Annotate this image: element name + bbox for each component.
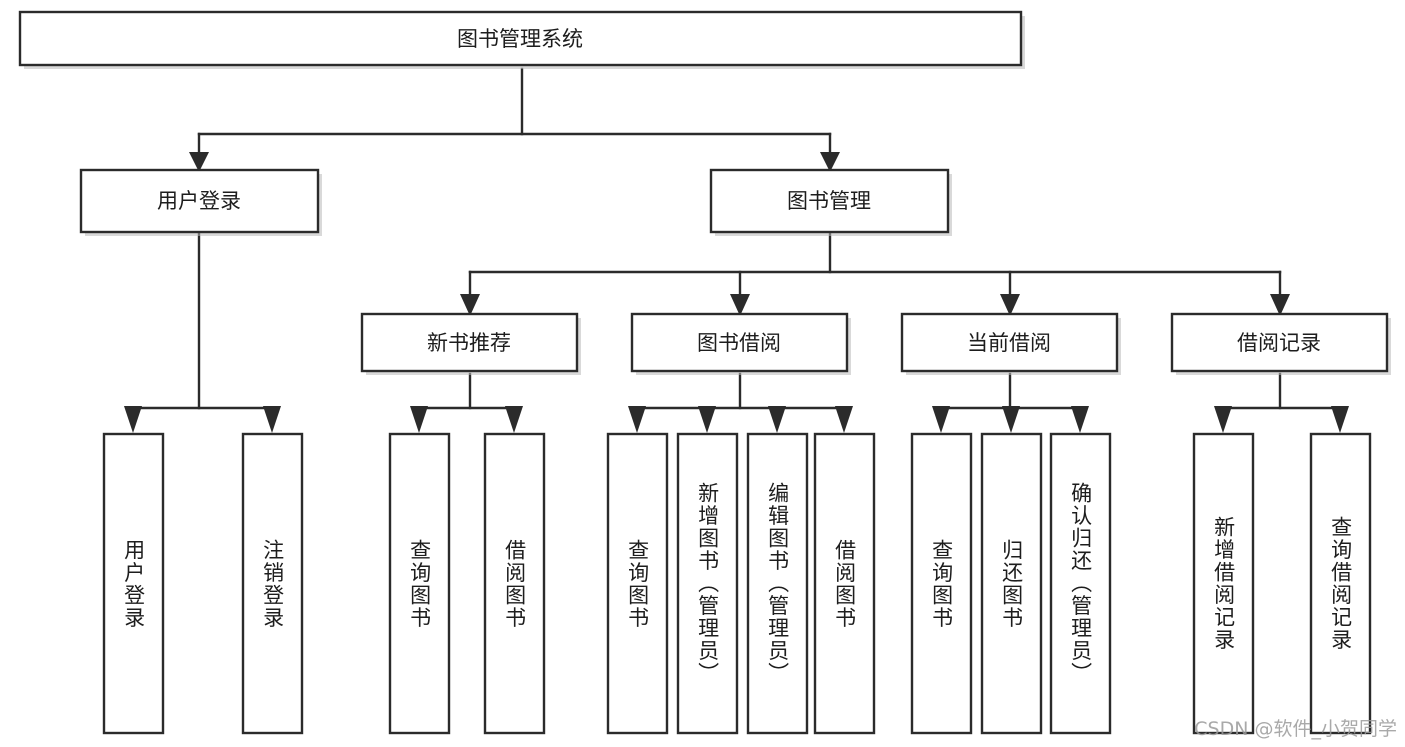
node-leaf-add-book[interactable] [676,432,739,735]
arrowhead-current-borrow [1000,294,1020,316]
connectors [124,67,1349,433]
arrowhead-leaf-add-book [698,406,716,433]
node-root[interactable] [18,10,1023,67]
arrowhead-new-book-rec [460,294,480,316]
arrowhead-leaf-borrow-book-1 [505,406,523,433]
arrowhead-book-borrow [730,294,750,316]
node-leaf-query-book-2[interactable] [606,432,669,735]
node-borrow-record-label: 借阅记录 [1237,331,1321,355]
arrowhead-leaf-user-login [124,406,142,433]
node-leaf-logout[interactable] [241,432,304,735]
node-leaf-user-login[interactable] [102,432,165,735]
node-new-book-rec[interactable] [360,312,579,373]
node-user-login-label: 用户登录 [157,189,241,213]
node-root-label: 图书管理系统 [457,27,583,51]
node-leaf-query-book-3[interactable] [910,432,973,735]
node-book-borrow-label: 图书借阅 [697,331,781,355]
node-leaf-borrow-book-1[interactable] [483,432,546,735]
arrowhead-leaf-query-book-2 [628,406,646,433]
arrowhead-leaf-borrow-book-2 [835,406,853,433]
arrowhead-user-login [189,152,209,172]
node-new-book-rec-label: 新书推荐 [427,331,511,355]
arrowhead-leaf-logout [263,406,281,433]
node-leaf-query-record[interactable] [1309,432,1372,735]
node-book-manage-label: 图书管理 [787,189,871,213]
csdn-watermark: CSDN @软件_小贺同学 [1194,718,1397,740]
node-book-borrow[interactable] [630,312,849,373]
node-user-login[interactable] [79,168,320,234]
node-current-borrow-label: 当前借阅 [967,331,1051,355]
node-current-borrow[interactable] [900,312,1119,373]
arrowhead-leaf-add-record [1214,406,1232,433]
arrowhead-leaf-confirm-return [1071,406,1089,433]
arrowhead-leaf-query-book-3 [932,406,950,433]
arrowhead-borrow-record [1270,294,1290,316]
node-leaf-confirm-return[interactable] [1049,432,1112,735]
arrowhead-leaf-edit-book [768,406,786,433]
node-book-manage[interactable] [709,168,950,234]
arrowhead-leaf-query-record [1331,406,1349,433]
nodes: 图书管理系统 用户登录 图书管理 新书推荐 图书借阅 当前借阅 借阅记录 [18,10,1391,735]
node-leaf-query-book-1[interactable] [388,432,451,735]
arrowhead-leaf-query-book-1 [410,406,428,433]
node-leaf-return-book[interactable] [980,432,1043,735]
node-borrow-record[interactable] [1170,312,1389,373]
node-leaf-borrow-book-2[interactable] [813,432,876,735]
node-leaf-add-record[interactable] [1192,432,1255,735]
arrowhead-leaf-return-book [1002,406,1020,433]
node-leaf-edit-book[interactable] [746,432,809,735]
arrowhead-book-manage [820,152,840,172]
